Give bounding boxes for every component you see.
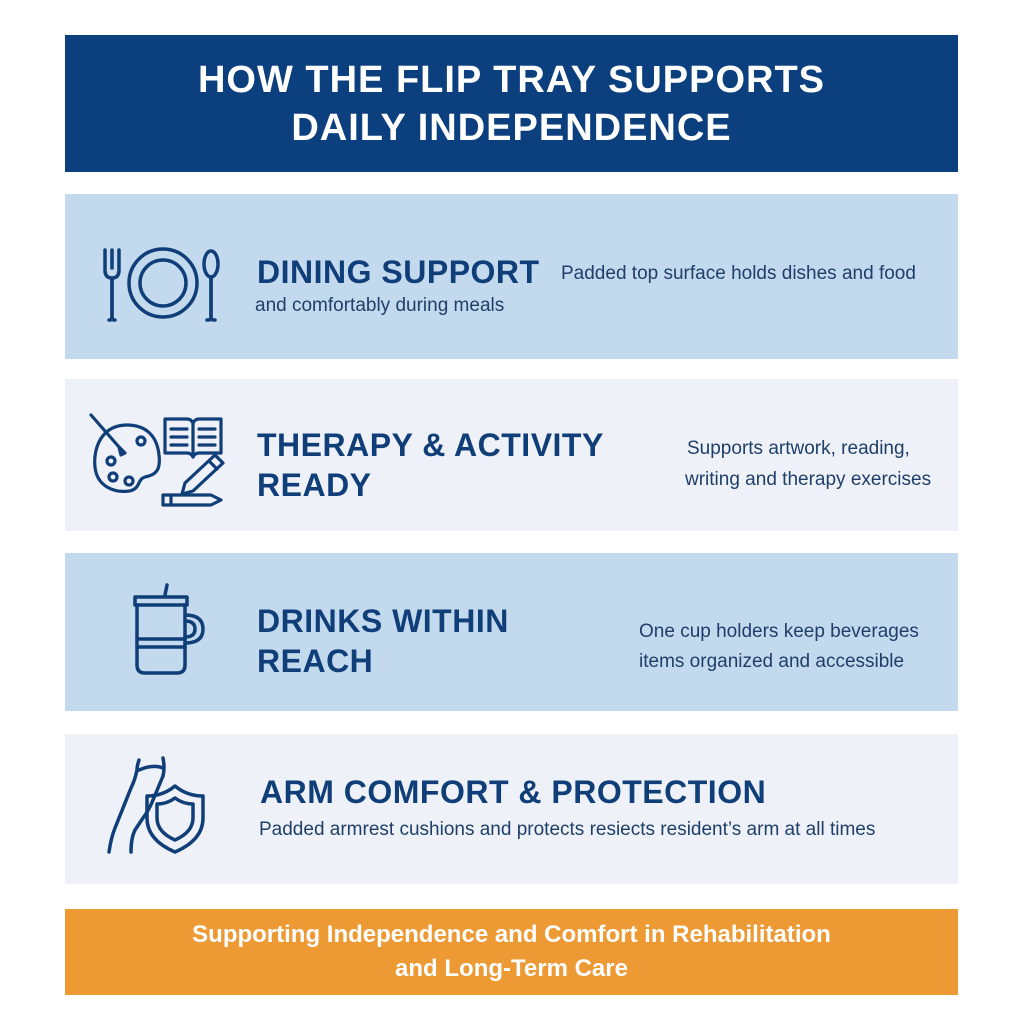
section-arm-comfort: ARM COMFORT & PROTECTION Padded armrest … bbox=[65, 734, 958, 884]
section-drinks-desc-line-1: One cup holders keep beverages bbox=[639, 621, 919, 642]
dining-utensils-icon bbox=[101, 246, 225, 322]
footer-text-line-2: and Long-Term Care bbox=[395, 955, 628, 982]
section-drinks-title-line-1: DRINKS WITHIN bbox=[257, 603, 509, 639]
footer-banner: Supporting Independence and Comfort in R… bbox=[65, 909, 958, 995]
arm-shield-icon bbox=[105, 756, 209, 858]
section-therapy-desc-line-1: Supports artwork, reading, bbox=[687, 438, 910, 459]
header-title-line-1: HOW THE FLIP TRAY SUPPORTS bbox=[197, 58, 826, 101]
section-drinks-title-line-2: REACH bbox=[257, 643, 374, 679]
section-therapy-title-line-1: THERAPY & ACTIVITY bbox=[257, 427, 604, 463]
cup-icon bbox=[131, 583, 211, 679]
section-dining: DINING SUPPORT Padded top surface holds … bbox=[65, 194, 958, 359]
section-therapy: THERAPY & ACTIVITY READY Supports artwor… bbox=[65, 379, 958, 531]
section-drinks: DRINKS WITHIN REACH One cup holders keep… bbox=[65, 553, 958, 711]
section-therapy-title-line-2: READY bbox=[257, 467, 372, 503]
section-arm-comfort-desc: Padded armrest cushions and protects res… bbox=[259, 819, 876, 840]
page-header: HOW THE FLIP TRAY SUPPORTS DAILY INDEPEN… bbox=[65, 35, 958, 172]
section-dining-desc-line-1: Padded top surface holds dishes and food bbox=[561, 263, 916, 284]
section-dining-desc-line-2: and comfortably during meals bbox=[255, 295, 505, 316]
section-drinks-desc-line-2: items organized and accessible bbox=[639, 651, 905, 672]
section-dining-title: DINING SUPPORT bbox=[257, 254, 540, 290]
section-arm-comfort-title: ARM COMFORT & PROTECTION bbox=[260, 774, 767, 810]
footer-text-line-1: Supporting Independence and Comfort in R… bbox=[192, 921, 831, 948]
section-therapy-desc-line-2: writing and therapy exercises bbox=[685, 469, 932, 490]
header-title-line-2: DAILY INDEPENDENCE bbox=[291, 106, 732, 149]
palette-book-pencil-icon bbox=[89, 411, 229, 507]
